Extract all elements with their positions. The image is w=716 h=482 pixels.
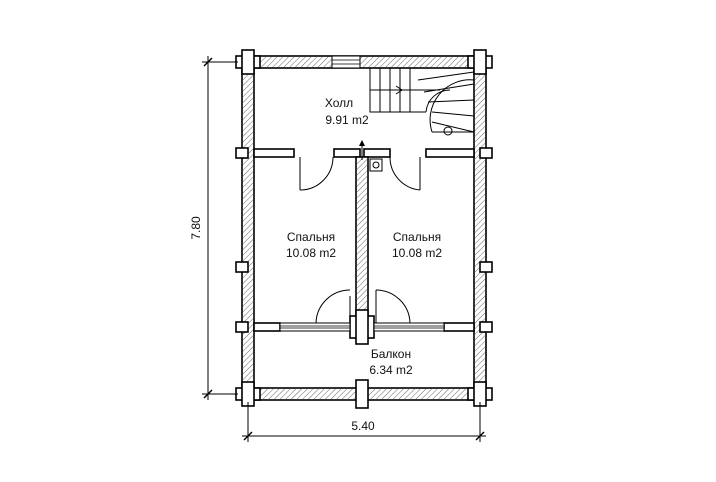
- room-balcony: Балкон 6.34 m2: [369, 347, 413, 377]
- room-bedroom-left: Спальня 10.08 m2: [286, 230, 336, 260]
- room-hall: Холл 9.91 m2: [325, 96, 369, 127]
- room-bedroom-right: Спальня 10.08 m2: [392, 230, 442, 260]
- room-area: 10.08 m2: [286, 246, 336, 260]
- room-name: Холл: [325, 96, 353, 110]
- windows: [279, 55, 445, 332]
- room-name: Спальня: [393, 230, 441, 244]
- height-label: 7.80: [189, 216, 203, 240]
- stove-icon: [359, 140, 383, 172]
- staircase: [369, 68, 475, 136]
- room-area: 10.08 m2: [392, 246, 442, 260]
- dimension-width: 5.40: [242, 402, 486, 442]
- room-name: Балкон: [371, 347, 411, 361]
- interior-walls: [253, 148, 475, 345]
- room-area: 9.91 m2: [325, 113, 369, 127]
- doors: [299, 156, 421, 324]
- dimension-height: 7.80: [189, 56, 238, 400]
- log-ends: [235, 49, 493, 409]
- room-area: 6.34 m2: [369, 363, 413, 377]
- width-label: 5.40: [351, 419, 375, 433]
- room-name: Спальня: [287, 230, 335, 244]
